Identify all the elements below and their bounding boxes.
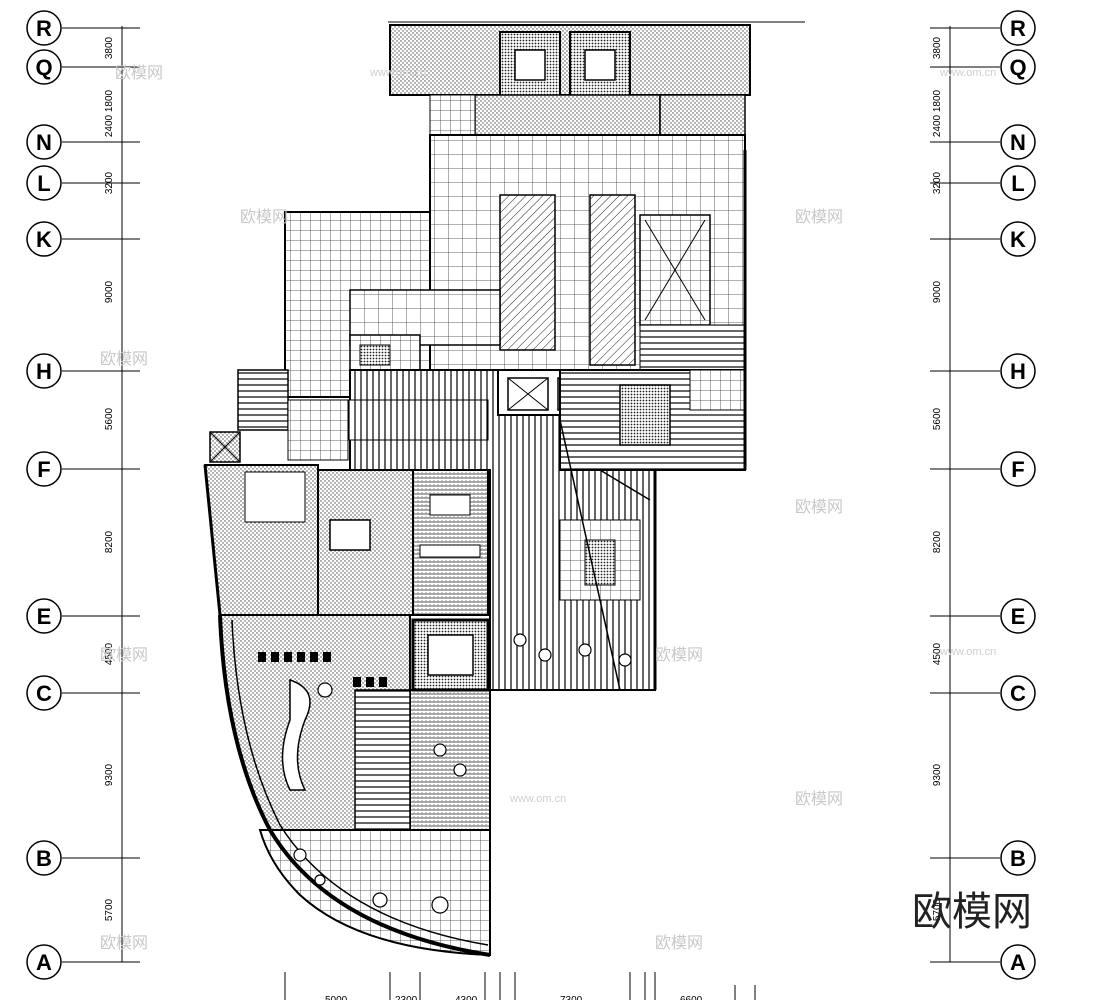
watermark-brand: 欧模网 xyxy=(100,646,148,664)
watermark-brand: 欧模网 xyxy=(655,646,703,664)
grid-row-label: L xyxy=(37,171,50,196)
grid-row-marker: E xyxy=(930,598,1036,634)
grid-row-marker: B xyxy=(930,840,1036,876)
grid-dimension: 2400 xyxy=(104,114,115,137)
watermark-brand: 欧模网 xyxy=(100,934,148,952)
right-grid-axis: RQ NL K H F E C B A 3800 1800 2400 3200 9000 5600 8200… xyxy=(930,10,1036,980)
grid-dimension: 4500 xyxy=(104,642,115,665)
grid-dimension: 8200 xyxy=(104,530,115,553)
grid-row-label: R xyxy=(1010,16,1026,41)
grid-row-label: E xyxy=(37,604,52,629)
watermark-brand: 欧模网 xyxy=(100,350,148,368)
grid-row-label: N xyxy=(1010,130,1026,155)
grid-row-marker: Q xyxy=(930,49,1036,85)
dim-bottom-4: 7300 xyxy=(560,995,583,1000)
grid-row-marker: K xyxy=(26,221,140,257)
grid-dimension: 1800 xyxy=(104,89,115,112)
grid-row-label: F xyxy=(37,457,50,482)
watermark-site: www.om.cn xyxy=(509,793,566,805)
grid-row-label: Q xyxy=(1009,55,1026,80)
grid-row-label: L xyxy=(1011,171,1024,196)
grid-row-marker: L xyxy=(26,165,140,201)
grid-dimension: 5700 xyxy=(104,898,115,921)
dim-bottom-5: 6600 xyxy=(680,995,703,1000)
grid-row-label: C xyxy=(1010,681,1026,706)
grid-row-label: N xyxy=(36,130,52,155)
grid-row-marker: A xyxy=(930,944,1036,980)
watermark-brand: 欧模网 xyxy=(115,64,163,82)
grid-dimension: 1800 xyxy=(932,89,943,112)
grid-row-label: H xyxy=(1010,359,1026,384)
watermark-brand: 欧模网 xyxy=(795,790,843,808)
grid-row-label: Q xyxy=(35,55,52,80)
grid-dimension: 5600 xyxy=(932,407,943,430)
grid-row-label: B xyxy=(36,846,52,871)
grid-dimension: 9300 xyxy=(104,763,115,786)
grid-row-label: E xyxy=(1011,604,1026,629)
dim-bottom-2: 2300 xyxy=(395,995,418,1000)
grid-dimension: 3200 xyxy=(104,171,115,194)
grid-row-label: C xyxy=(36,681,52,706)
dim-bottom-1: 5000 xyxy=(325,995,348,1000)
grid-dimension: 3800 xyxy=(104,36,115,59)
grid-row-marker: L xyxy=(930,165,1036,201)
watermark-site: www.om.cn xyxy=(939,646,996,658)
grid-row-marker: K xyxy=(930,221,1036,257)
grid-row-marker: H xyxy=(930,353,1036,389)
grid-dimension: 5600 xyxy=(104,407,115,430)
grid-dimension: 2400 xyxy=(932,114,943,137)
grid-row-label: A xyxy=(36,950,52,975)
grid-row-label: B xyxy=(1010,846,1026,871)
watermark-brand: 欧模网 xyxy=(795,498,843,516)
grid-row-label: R xyxy=(36,16,52,41)
watermark-site: www.om.cn xyxy=(369,67,426,79)
stair-right xyxy=(569,31,631,103)
grid-row-label: H xyxy=(36,359,52,384)
grid-row-label: F xyxy=(1011,457,1024,482)
grid-row-marker: R xyxy=(26,10,140,46)
grid-dimension: 3200 xyxy=(932,171,943,194)
dim-bottom-3: 4300 xyxy=(455,995,478,1000)
left-grid-axis: RQ NL K H F E C B A 3800 1800 2400 3200 9000 5600 8200… xyxy=(26,10,140,980)
grid-dimension: 9000 xyxy=(104,280,115,303)
watermarks: 欧模网 www.om.cn 欧模网 欧模网 欧模网 欧模网 欧模网 欧模网 ww… xyxy=(100,64,1032,952)
grid-dimension: 3800 xyxy=(932,36,943,59)
grid-row-marker: A xyxy=(26,944,140,980)
grid-dimension: 5700 xyxy=(932,898,943,921)
grid-row-marker: E xyxy=(26,598,140,634)
grid-dimension: 9300 xyxy=(932,763,943,786)
grid-row-label: A xyxy=(1010,950,1026,975)
building-plan xyxy=(203,21,805,957)
watermark-site: www.om.cn xyxy=(939,67,996,79)
grid-row-marker: F xyxy=(930,451,1036,487)
grid-row-marker: C xyxy=(930,675,1036,711)
grid-row-marker: F xyxy=(26,451,140,487)
grid-dimension: 9000 xyxy=(932,280,943,303)
grid-row-marker: N xyxy=(26,124,140,160)
brand-logo-text: 欧模网 xyxy=(912,889,1032,935)
grid-row-marker: Q xyxy=(26,49,140,85)
grid-dimension: 4500 xyxy=(932,642,943,665)
grid-row-marker: B xyxy=(26,840,140,876)
grid-dimension: 8200 xyxy=(932,530,943,553)
grid-row-label: K xyxy=(36,227,52,252)
grid-row-marker: R xyxy=(930,10,1036,46)
watermark-brand: 欧模网 xyxy=(655,934,703,952)
south-plaza xyxy=(258,829,491,957)
grid-row-marker: C xyxy=(26,675,140,711)
grid-row-label: K xyxy=(1010,227,1026,252)
grid-row-marker: N xyxy=(930,124,1036,160)
watermark-brand: 欧模网 xyxy=(240,208,288,226)
grid-row-marker: H xyxy=(26,353,140,389)
watermark-brand: 欧模网 xyxy=(795,208,843,226)
bottom-dimension-line: 5000 2300 4300 7300 6600 xyxy=(284,972,756,1005)
